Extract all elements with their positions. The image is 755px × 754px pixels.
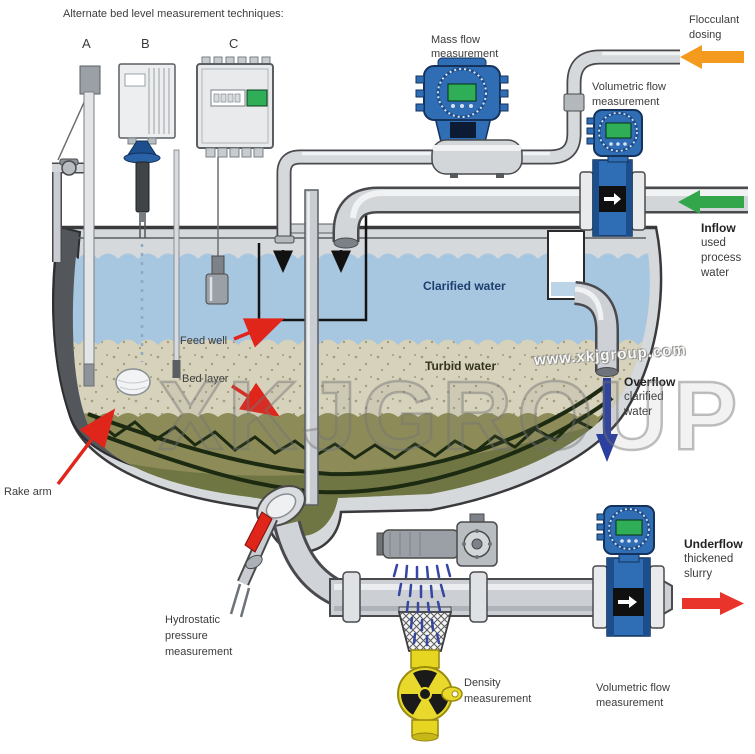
watermark-brand: XKJGROUP: [157, 360, 743, 472]
valve-handwheel-icon: [61, 160, 77, 176]
feed-well-pointer: [233, 318, 285, 348]
hydrostatic-pressure-probe: [229, 485, 306, 618]
technique-a-label: A: [82, 36, 91, 51]
density-label: Density measurement: [464, 677, 532, 705]
gamma-source: [382, 529, 460, 559]
rake-drive-shaft: [288, 189, 336, 506]
radiation-beam: [392, 563, 452, 647]
overflow-pipe-mouth: [595, 367, 619, 377]
diagram-title: Alternate bed level measurement techniqu…: [63, 8, 284, 20]
orange-arrowhead-icon: [680, 45, 702, 69]
clarified-water-label: Clarified water: [423, 279, 506, 293]
volumetric-flow-bottom-label: Volumetric flow measurement: [596, 682, 670, 709]
dosing-drop-flange: [274, 235, 295, 244]
overflow-weir: [547, 230, 619, 462]
rake-arm-label: Rake arm: [4, 486, 52, 498]
submerged-sensor: [205, 273, 229, 305]
pipe-coupling: [563, 93, 585, 112]
bed-level-float: [115, 368, 151, 396]
probe-red-handle: [244, 511, 273, 553]
bed-level-device-a: [52, 65, 181, 387]
overflow-arrow: [603, 378, 611, 436]
probe-b: [135, 161, 150, 213]
rake-arm-pointer: [56, 408, 116, 486]
dip-tube-tip: [83, 363, 95, 387]
feed-well-label: Feed well: [180, 335, 228, 347]
green-arrowhead-icon: [678, 190, 700, 214]
volumetric-flow-meter-bottom: [592, 505, 665, 637]
flow-direction-icon: [604, 193, 621, 205]
red-arrowhead-icon: [720, 592, 744, 615]
hydrostatic-label: Hydrostatic pressure measurement: [165, 614, 233, 658]
overflow-arrowhead-icon: [596, 434, 618, 462]
massflow-display: [447, 83, 477, 102]
magmeter-display: [605, 122, 632, 139]
bed-layer-label: Bed layer: [182, 373, 229, 385]
density-measurement-assembly: [376, 513, 498, 742]
inflow-pipe: [332, 186, 748, 249]
inflow-label: Inflow used process water: [701, 221, 742, 279]
bed-level-device-b: [115, 63, 176, 396]
sensor-tube: [173, 149, 180, 363]
volumetric-flow-meter-top: [579, 109, 646, 237]
radiation-trefoil-icon: [400, 669, 450, 715]
flocculant-dosing-label: Flocculant dosing: [689, 14, 740, 41]
volumetric-flow-top-label: Volumetric flow measurement: [592, 81, 666, 108]
mass-flow-meter: [415, 57, 523, 178]
flow-direction-icon: [618, 596, 637, 608]
technique-c-label: C: [229, 36, 239, 51]
inflow-arrow: [678, 190, 744, 214]
dip-tube: [83, 91, 95, 369]
rake-truss: [87, 382, 614, 495]
dip-tube-head: [79, 65, 101, 95]
sensor-tube-tip: [172, 360, 181, 378]
turbid-water-label: Turbid water: [425, 359, 497, 373]
pipe-flange: [342, 571, 361, 623]
underflow-arrow: [682, 592, 744, 615]
bed-layer-pointer: [231, 382, 280, 417]
magmeter-display: [615, 519, 643, 536]
sensor-neck: [211, 255, 225, 275]
annotation-arrows: [56, 318, 285, 486]
bed-level-device-c: [196, 56, 274, 305]
feed-pipe-mouth: [333, 237, 359, 249]
overflow-label: Overflow clarified water: [624, 375, 676, 418]
pipe-flange: [469, 571, 488, 623]
tank-contents: [72, 253, 650, 536]
display-screen: [246, 89, 268, 107]
flocculant-arrow: [680, 45, 744, 69]
technique-b-label: B: [141, 36, 150, 51]
underflow-label: Underflow thickened slurry: [684, 537, 743, 580]
mass-flow-label: Mass flow measurement: [431, 34, 499, 60]
